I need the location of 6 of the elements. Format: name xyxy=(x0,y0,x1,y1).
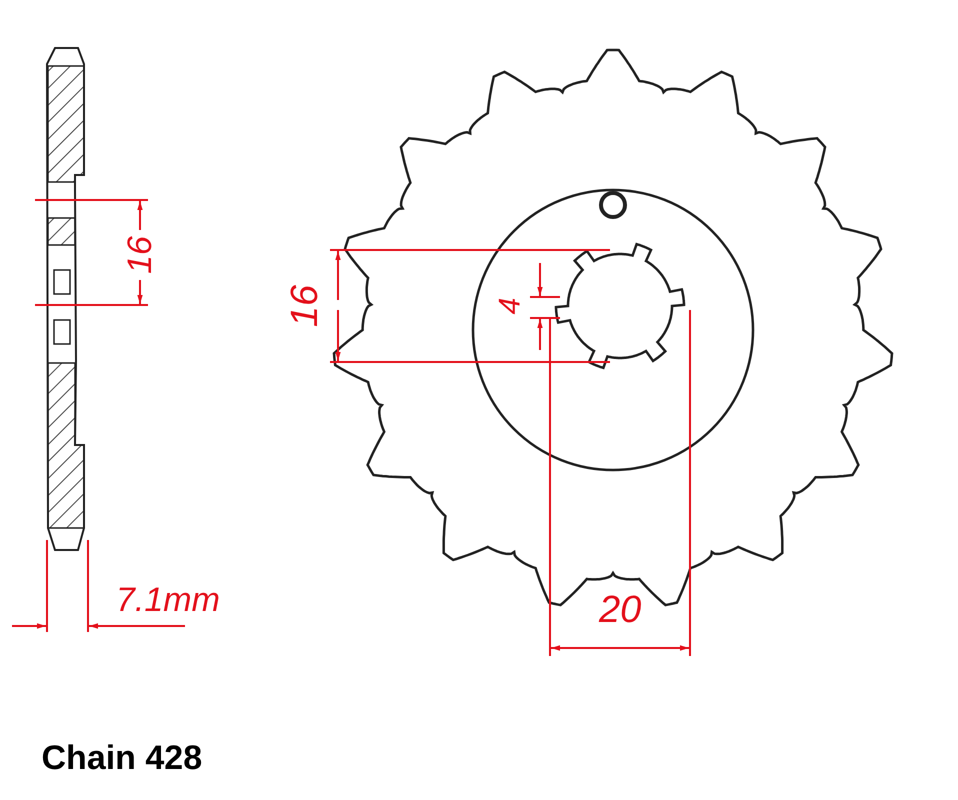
dimension-value: 7.1mm xyxy=(116,583,220,617)
dimension-value: 16 xyxy=(286,284,324,328)
dimension-value: 16 xyxy=(122,236,157,274)
dimension-value: 4 xyxy=(494,298,525,314)
chain-size-label: Chain 428 xyxy=(42,741,202,775)
dimension-value: 20 xyxy=(599,591,642,629)
